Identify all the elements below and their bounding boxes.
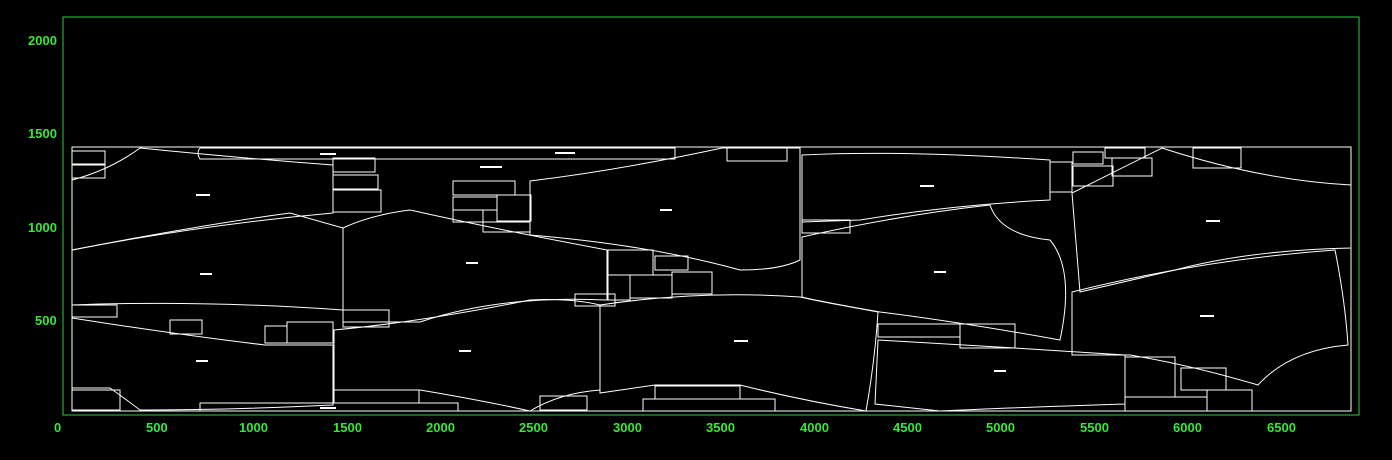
pattern-piece — [539, 395, 588, 411]
piece-label-mark — [555, 152, 575, 154]
pattern-piece — [71, 389, 121, 411]
pattern-piece — [1124, 396, 1208, 412]
pattern-pieces — [71, 147, 1352, 412]
piece-label-mark — [459, 350, 471, 352]
pattern-piece — [264, 325, 288, 344]
x-tick-label: 4000 — [800, 420, 829, 435]
pattern-piece — [1049, 161, 1073, 193]
x-tick-label: 3500 — [706, 420, 735, 435]
x-tick-label: 6500 — [1267, 420, 1296, 435]
pattern-piece — [333, 299, 601, 412]
x-tick-label: 1000 — [239, 420, 268, 435]
pattern-piece — [959, 323, 1016, 349]
pattern-piece — [332, 157, 376, 173]
pattern-piece — [71, 147, 334, 251]
pattern-piece — [1180, 367, 1227, 391]
piece-label-mark — [1206, 220, 1220, 222]
y-axis: 2000 1500 1000 500 — [28, 33, 57, 328]
piece-label-mark — [994, 370, 1006, 372]
pattern-piece — [482, 221, 531, 233]
pattern-piece — [1192, 147, 1242, 169]
piece-label-mark — [320, 153, 336, 155]
pattern-piece — [332, 189, 382, 213]
pattern-piece — [71, 304, 118, 318]
pattern-piece — [452, 196, 498, 211]
pattern-piece — [574, 293, 616, 307]
pattern-piece — [607, 274, 631, 301]
piece-label-mark — [196, 360, 208, 362]
piece-label-mark — [466, 262, 478, 264]
pattern-piece — [1071, 249, 1349, 386]
pattern-piece — [342, 209, 608, 323]
piece-label-mark — [734, 340, 748, 342]
pattern-piece — [286, 321, 334, 344]
piece-label-mark — [200, 273, 212, 275]
x-axis: 0 500 1000 1500 2000 2500 3000 3500 4000… — [54, 420, 1296, 435]
piece-label-mark — [480, 166, 502, 168]
x-tick-label: 5500 — [1080, 420, 1109, 435]
pattern-piece — [197, 147, 676, 160]
pattern-piece — [529, 147, 801, 271]
piece-label-mark — [320, 407, 336, 409]
pattern-piece — [801, 204, 1067, 341]
piece-label-marks — [196, 152, 1220, 409]
pattern-piece — [333, 389, 420, 404]
x-tick-label: 2000 — [426, 420, 455, 435]
pattern-piece — [801, 152, 1051, 223]
pattern-piece — [801, 219, 851, 234]
piece-label-mark — [196, 194, 210, 196]
x-tick-label: 6000 — [1173, 420, 1202, 435]
pattern-piece — [654, 255, 689, 271]
plot-frame — [62, 16, 1360, 416]
pattern-piece — [1104, 147, 1146, 159]
x-tick-label: 3000 — [613, 420, 642, 435]
pattern-piece — [496, 194, 532, 222]
x-tick-label: 2500 — [519, 420, 548, 435]
pattern-piece — [1072, 151, 1104, 165]
pattern-piece — [342, 309, 390, 328]
pattern-piece — [71, 150, 106, 165]
pattern-piece — [1071, 147, 1352, 293]
pattern-piece — [607, 249, 654, 276]
pattern-piece — [599, 294, 879, 412]
pattern-piece — [452, 209, 484, 223]
pattern-piece — [1124, 356, 1176, 398]
pattern-piece — [629, 274, 673, 299]
y-tick-label: 1500 — [28, 126, 57, 141]
pattern-piece — [1111, 157, 1153, 177]
y-tick-label: 1000 — [28, 220, 57, 235]
pattern-piece — [642, 398, 776, 412]
pattern-piece — [654, 385, 741, 400]
pattern-piece — [332, 174, 379, 190]
piece-label-mark — [1200, 315, 1214, 317]
pattern-piece — [199, 402, 459, 412]
pattern-piece — [874, 339, 1126, 412]
pattern-piece — [1206, 389, 1253, 412]
x-tick-label: 0 — [54, 420, 61, 435]
pattern-piece — [169, 319, 203, 335]
x-tick-label: 4500 — [893, 420, 922, 435]
pattern-piece — [452, 180, 516, 196]
pattern-piece — [671, 271, 713, 295]
pattern-piece — [877, 323, 961, 338]
piece-label-mark — [920, 185, 934, 187]
x-tick-label: 1500 — [333, 420, 362, 435]
piece-label-mark — [660, 209, 672, 211]
pattern-piece — [726, 147, 788, 162]
x-tick-label: 5000 — [986, 420, 1015, 435]
pattern-piece — [71, 164, 106, 179]
piece-label-mark — [934, 271, 946, 273]
y-tick-label: 2000 — [28, 33, 57, 48]
x-tick-label: 500 — [146, 420, 168, 435]
pattern-piece — [1072, 165, 1114, 187]
y-tick-label: 500 — [35, 313, 57, 328]
